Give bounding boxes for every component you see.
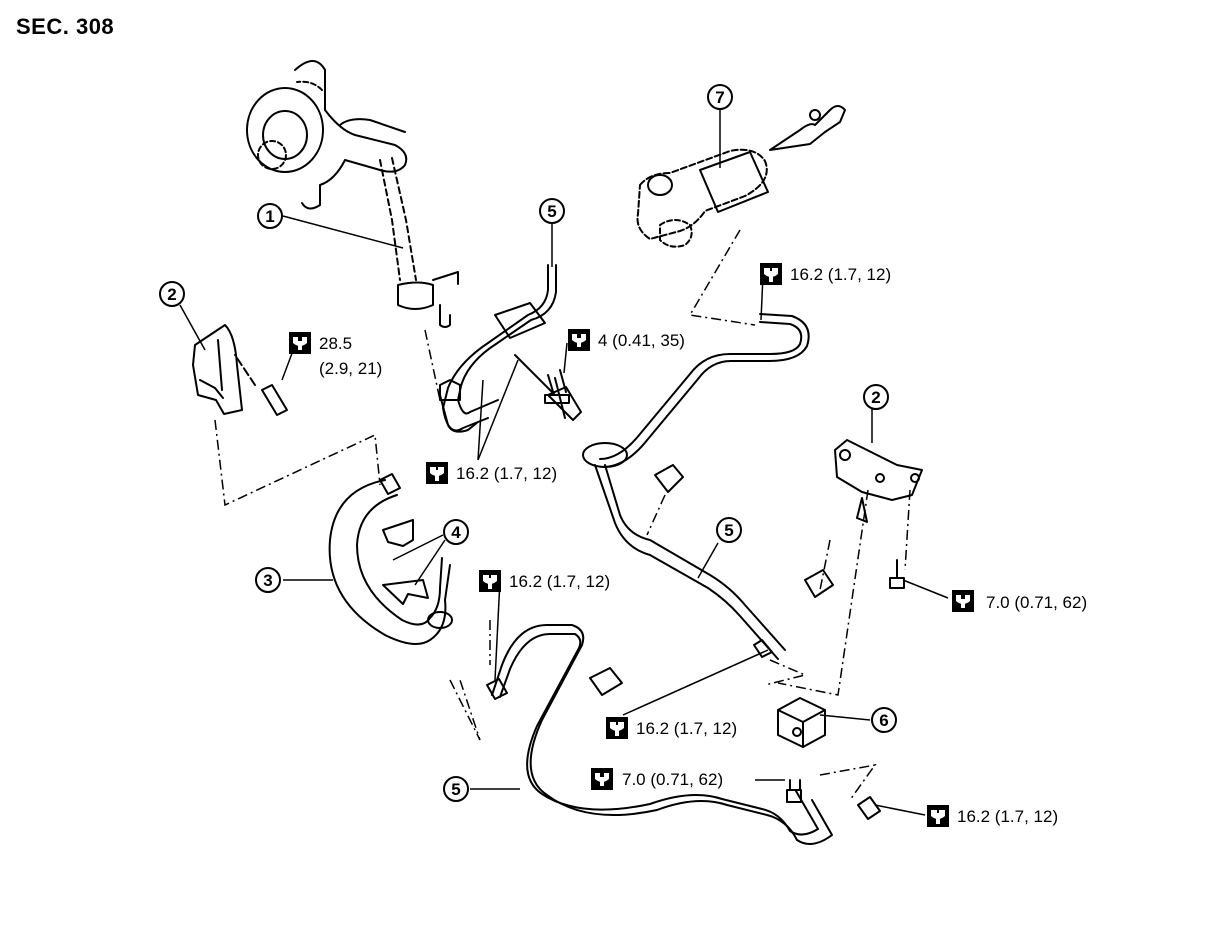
svg-text:(2.9, 21): (2.9, 21) (319, 359, 382, 378)
torque-wrench-icon-dark (952, 590, 974, 612)
callout-3: 3 (255, 567, 281, 593)
junction-block (777, 697, 826, 791)
torque-wrench-icon-dark (568, 329, 590, 351)
section-title: SEC. 308 (16, 14, 115, 39)
svg-text:2: 2 (871, 388, 880, 407)
svg-text:7.0 (0.71, 62): 7.0 (0.71, 62) (986, 593, 1087, 612)
svg-text:28.5: 28.5 (319, 334, 352, 353)
torque-spec-bracket-right-bolt: 7.0 (0.71, 62) (952, 590, 1087, 612)
line-art (192, 60, 923, 845)
svg-text:7: 7 (715, 88, 724, 107)
callout-5-middle: 5 (716, 517, 742, 543)
svg-text:16.2 (1.7, 12): 16.2 (1.7, 12) (957, 807, 1058, 826)
torque-spec-junction-bolt: 7.0 (0.71, 62) (591, 768, 723, 790)
svg-text:5: 5 (451, 780, 460, 799)
operating-cylinder (246, 60, 459, 328)
callout-2-left: 2 (159, 281, 185, 307)
flare-nut-icon (479, 570, 501, 592)
assembly-lines (214, 229, 911, 801)
clutch-pipe-lower (486, 624, 881, 845)
svg-text:1: 1 (265, 207, 274, 226)
callout-4: 4 (443, 519, 469, 545)
flare-nut-icon (927, 805, 949, 827)
svg-text:4 (0.41, 35): 4 (0.41, 35) (598, 331, 685, 350)
svg-text:16.2 (1.7, 12): 16.2 (1.7, 12) (456, 464, 557, 483)
torque-spec-bolt-bracket-left: 28.5 (2.9, 21) (289, 332, 382, 378)
svg-text:16.2 (1.7, 12): 16.2 (1.7, 12) (790, 265, 891, 284)
flare-nut-icon (760, 263, 782, 285)
torque-specs: 28.5 (2.9, 21) 4 (0.41, 35) 16.2 (1.7, 1… (289, 263, 1087, 827)
svg-text:16.2 (1.7, 12): 16.2 (1.7, 12) (636, 719, 737, 738)
svg-text:4: 4 (451, 523, 461, 542)
callout-5-bottom: 5 (443, 776, 469, 802)
svg-text:7.0 (0.71, 62): 7.0 (0.71, 62) (622, 770, 723, 789)
flare-nut-icon (606, 717, 628, 739)
master-cylinder (636, 105, 846, 248)
clutch-pipe-upper (439, 264, 582, 433)
callout-1: 1 (257, 203, 283, 229)
torque-wrench-icon-dark (591, 768, 613, 790)
callout-5-top: 5 (539, 198, 565, 224)
callout-6: 6 (871, 707, 897, 733)
torque-spec-master-cylinder-flare: 16.2 (1.7, 12) (760, 263, 891, 285)
leader-lines (179, 108, 949, 816)
clutch-pipe-right (582, 313, 810, 660)
svg-text:2: 2 (167, 285, 176, 304)
torque-spec-bracket-bolt: 4 (0.41, 35) (568, 329, 685, 351)
pipe-clips (589, 464, 834, 696)
bracket-right (834, 439, 923, 523)
clutch-hose (328, 473, 453, 645)
callout-7: 7 (707, 84, 733, 110)
torque-spec-lower-flare: 16.2 (1.7, 12) (927, 805, 1058, 827)
flare-nut-icon (426, 462, 448, 484)
callouts: 1 2 2 3 4 5 5 5 (159, 84, 897, 802)
torque-spec-operating-cylinder-flare: 16.2 (1.7, 12) (426, 462, 557, 484)
bracket-left (192, 324, 288, 416)
svg-text:16.2 (1.7, 12): 16.2 (1.7, 12) (509, 572, 610, 591)
svg-text:5: 5 (547, 202, 556, 221)
clips (382, 519, 429, 605)
svg-text:6: 6 (879, 711, 888, 730)
svg-text:3: 3 (263, 571, 272, 590)
torque-spec-junction-flare: 16.2 (1.7, 12) (606, 717, 737, 739)
torque-wrench-icon (289, 332, 311, 354)
svg-text:5: 5 (724, 521, 733, 540)
torque-spec-hose-flare: 16.2 (1.7, 12) (479, 570, 610, 592)
bolts (544, 369, 905, 803)
callout-2-right: 2 (863, 384, 889, 410)
